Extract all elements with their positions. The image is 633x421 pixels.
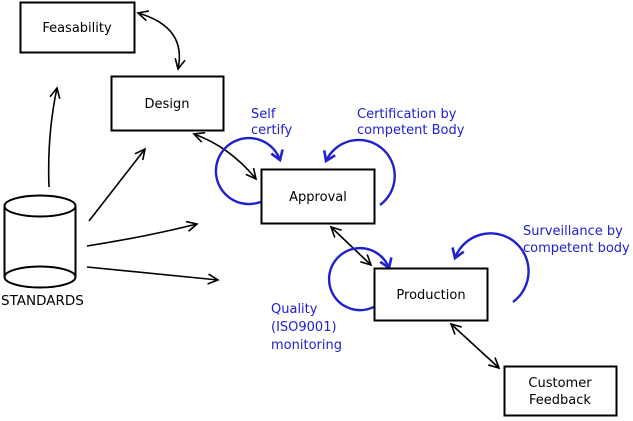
annotation-surveillance: Surveillance by competent body <box>523 224 630 256</box>
approval-label: Approval <box>289 190 347 205</box>
feasability-node: Feasability <box>19 1 136 54</box>
self-loops <box>214 136 530 312</box>
arrows <box>47 10 501 370</box>
surveillance-loop <box>455 232 530 303</box>
arrow-approval-production <box>329 225 373 267</box>
design-box <box>110 75 225 132</box>
customer-feedback-node: Customer Feedback <box>503 365 618 417</box>
certification-line2: competent Body <box>357 123 465 138</box>
approval-node: Approval <box>260 168 376 225</box>
arrow-feasability-design <box>136 10 186 71</box>
certification-line1: Certification by <box>357 107 457 122</box>
surveillance-line2: competent body <box>523 241 630 256</box>
quality-line3: monitoring <box>271 338 342 353</box>
production-label: Production <box>396 288 465 303</box>
customer-feedback-box <box>503 365 618 417</box>
self-certify-line1: Self <box>251 107 276 122</box>
cylinder-body <box>3 206 77 277</box>
quality-line1: Quality <box>271 302 318 317</box>
arrow-standards-approval <box>86 220 199 247</box>
arrow-standards-feasability <box>47 86 61 188</box>
arrow-design-approval <box>192 131 258 181</box>
feasability-label: Feasability <box>42 21 112 36</box>
production-box <box>373 267 489 322</box>
design-label: Design <box>145 97 190 112</box>
arrow-production-customer-feedback <box>449 322 501 370</box>
standards-label: STANDARDS <box>1 293 84 309</box>
quality-monitoring-loop <box>327 246 389 312</box>
certification-loop <box>326 138 396 206</box>
cylinder-bottom-ellipse <box>3 265 77 289</box>
self-certify-loop <box>214 136 280 206</box>
arrow-standards-production <box>86 266 220 285</box>
production-node: Production <box>373 267 489 322</box>
self-certify-line2: certify <box>251 123 293 138</box>
approval-box <box>260 168 376 225</box>
customer-feedback-label-line1: Customer <box>528 376 592 391</box>
surveillance-line1: Surveillance by <box>523 224 623 239</box>
standards-cylinder <box>3 194 77 289</box>
annotation-self-certify: Self certify <box>251 107 293 138</box>
annotation-quality: Quality (ISO9001) monitoring <box>271 302 342 353</box>
annotation-certification: Certification by competent Body <box>357 107 465 138</box>
feasability-box <box>19 1 136 54</box>
cylinder-top-ellipse <box>3 194 77 218</box>
design-node: Design <box>110 75 225 132</box>
arrow-standards-design <box>88 147 147 222</box>
customer-feedback-label-line2: Feedback <box>529 393 591 408</box>
quality-line2: (ISO9001) <box>271 320 337 335</box>
